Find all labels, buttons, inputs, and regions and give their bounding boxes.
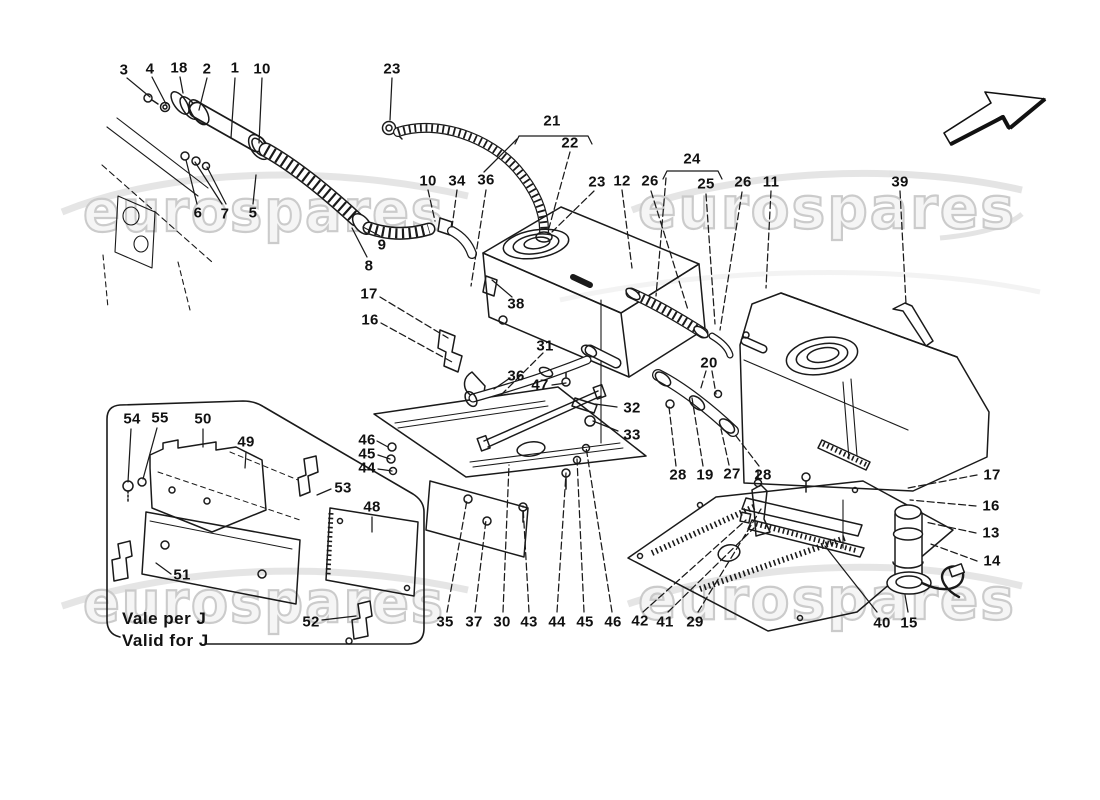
part-number-callout: 45 (576, 613, 594, 631)
part-number-callout: 53 (334, 479, 352, 497)
part-number-callout: 40 (873, 614, 891, 632)
part-number-callout: 32 (623, 399, 641, 417)
fuel-tank-right (739, 292, 990, 493)
part-number-callout: 15 (900, 614, 918, 632)
part-number-callout: 26 (641, 172, 659, 190)
part-number-callout: 29 (686, 613, 704, 631)
heat-shield-group (106, 400, 425, 645)
part-number-callout: 13 (982, 524, 1000, 542)
part-number-callout: 23 (383, 60, 401, 78)
transfer-hose-upper (625, 287, 734, 359)
part-number-callout: 45 (358, 445, 376, 463)
underbody-panel-right (627, 469, 954, 632)
part-number-callout: 6 (193, 204, 203, 222)
part-number-callout: 11 (762, 173, 780, 191)
part-number-callout: 38 (507, 295, 525, 313)
part-number-callout: 28 (754, 466, 772, 484)
watermark-bottom-left: eurospares (83, 568, 445, 636)
part-number-callout: 3 (119, 61, 129, 79)
part-number-callout: 28 (669, 466, 687, 484)
part-number-callout: 37 (465, 613, 483, 631)
bracket-24 (662, 170, 723, 180)
part-number-callout: 42 (631, 612, 649, 630)
part-number-callout: 16 (361, 311, 379, 329)
part-number-callout: 23 (588, 173, 606, 191)
filler-neck-assembly (143, 91, 271, 171)
fuel-pump (886, 504, 966, 599)
part-number-callout: 10 (419, 172, 437, 190)
part-number-callout: 17 (360, 285, 378, 303)
part-number-callout: 50 (194, 410, 212, 428)
part-number-callout: 18 (170, 59, 188, 77)
part-number-callout: 47 (531, 376, 549, 394)
part-number-callout: 20 (700, 354, 718, 372)
part-number-callout: 22 (561, 134, 579, 152)
part-number-callout: 36 (477, 171, 495, 189)
part-number-callout: 7 (220, 205, 230, 223)
part-number-callout: 25 (697, 175, 715, 193)
part-number-callout: 9 (377, 236, 387, 254)
part-number-callout: 46 (604, 613, 622, 631)
watermark-text-layer: eurospares eurospares eurospares eurospa… (82, 173, 1016, 637)
part-number-callout: 21 (543, 112, 561, 130)
part-number-callout: 14 (983, 552, 1001, 570)
part-number-callout: 26 (734, 173, 752, 191)
part-number-callout: 5 (248, 204, 258, 222)
direction-arrow (943, 91, 1047, 146)
part-number-callout: 44 (358, 459, 376, 477)
part-number-callout: 43 (520, 613, 538, 631)
watermark-swooshes (60, 169, 1041, 610)
part-number-callout: 35 (436, 613, 454, 631)
part-number-callout: 39 (891, 173, 909, 191)
part-number-callout: 34 (448, 172, 466, 190)
part-number-callout: 27 (723, 465, 741, 483)
part-number-callout: 17 (983, 466, 1001, 484)
part-number-callout: 41 (656, 613, 674, 631)
part-number-callout: 1 (230, 59, 240, 77)
part-number-callout: 48 (363, 498, 381, 516)
tank-mounting-tray (373, 329, 647, 558)
vent-hose (381, 120, 553, 243)
caption-vale-per-j: Vale per J (122, 609, 207, 628)
fuel-tank-left (482, 206, 706, 444)
part-number-callout: 49 (237, 433, 255, 451)
transfer-hose-lower (652, 369, 739, 437)
part-number-callout: 54 (123, 410, 141, 428)
part-number-callout: 30 (493, 613, 511, 631)
part-number-callout: 51 (173, 566, 191, 584)
part-number-callout: 4 (145, 60, 155, 78)
part-number-callout: 16 (982, 497, 1000, 515)
bracket-21 (514, 135, 593, 145)
caption-valid-for-j: Valid for J (122, 631, 209, 650)
part-number-callout: 44 (548, 613, 566, 631)
part-number-callout: 19 (696, 466, 714, 484)
part-number-callout: 12 (613, 172, 631, 190)
part-number-callout: 52 (302, 613, 320, 631)
part-number-callout: 8 (364, 257, 374, 275)
part-number-callout: 10 (253, 60, 271, 78)
leader-lines (126, 76, 978, 621)
part-number-callout: 24 (683, 150, 701, 168)
part-number-callout: 33 (623, 426, 641, 444)
part-number-callout: 46 (358, 431, 376, 449)
part-number-callout: 2 (202, 60, 212, 78)
part-number-callout: 31 (536, 337, 554, 355)
part-number-callout: 36 (507, 367, 525, 385)
watermark-top-right: eurospares (638, 174, 1016, 242)
chassis-sill (101, 117, 213, 311)
part-number-callout: 55 (151, 409, 169, 427)
